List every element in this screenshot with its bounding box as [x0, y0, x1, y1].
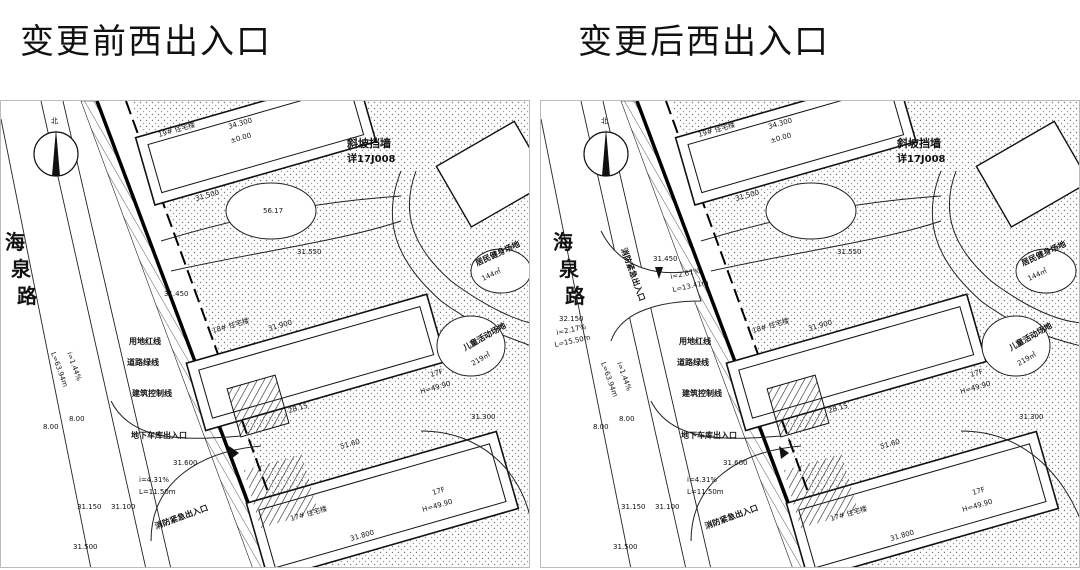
north-arrow-icon: 北	[33, 117, 79, 177]
red-line	[95, 101, 275, 567]
paths	[110, 170, 529, 542]
slope-road: i=1.44%	[615, 361, 633, 392]
label-control-line: 建筑控制线	[131, 388, 172, 398]
elev-3: 31.600	[173, 459, 198, 467]
elev-5: 31.100	[111, 503, 136, 511]
garage-entrance-arrow-icon	[779, 446, 789, 459]
label-control-line: 建筑控制线	[681, 388, 722, 398]
site-plan-after: 北 海 泉 路 消防紧急出入口 31.450 i=2.67% L=13.41m …	[540, 100, 1080, 568]
elev-4: 31.150	[621, 503, 646, 511]
garage-entrance-arrow-icon	[229, 446, 239, 459]
road-elev-after: 32.150	[559, 315, 584, 323]
elev-6: 31.300	[471, 413, 496, 421]
label-floors-17: 17F	[429, 368, 444, 379]
garage-ramp-hatch	[226, 374, 290, 438]
elev-1: 31.450	[164, 290, 189, 298]
label-floors-17b: 17F	[971, 486, 986, 497]
width-1: 8.00	[43, 423, 59, 431]
elev-road: 31.500	[613, 543, 638, 551]
label-red-line: 用地红线	[128, 336, 161, 346]
new-entrance-arrow-icon	[655, 267, 663, 279]
slope-road: i=1.44%	[65, 351, 83, 382]
slope-1: i=4.31%	[687, 476, 717, 484]
green-strip	[80, 101, 271, 567]
label-retaining-wall: 斜坡挡墙	[896, 136, 941, 150]
building-top-right-after	[975, 120, 1079, 228]
elev-6: 31.300	[1019, 413, 1044, 421]
slope-1: i=4.31%	[139, 476, 169, 484]
label-floors-17: 17F	[969, 368, 984, 379]
garage-hatch-2	[243, 453, 319, 529]
label-fire-entrance: 消防紧急出入口	[153, 502, 209, 531]
road-edges-after	[541, 101, 712, 567]
building-top-right	[435, 120, 529, 228]
elev-2: 31.550	[837, 248, 862, 256]
elev-3: 31.600	[723, 459, 748, 467]
road-name-2: 泉	[10, 257, 32, 281]
elev-2: 31.550	[297, 248, 322, 256]
building-19	[134, 101, 377, 206]
elev-road: 31.500	[73, 543, 98, 551]
label-fire-entrance: 消防紧急出入口	[703, 502, 759, 531]
red-line-after	[635, 101, 815, 567]
road-name-1: 海	[553, 230, 573, 254]
elev-5: 31.100	[655, 503, 680, 511]
label-garage-entrance: 地下车库出入口	[681, 430, 737, 440]
label-green-line: 道路绿线	[127, 357, 159, 367]
garage-hatch-2-after	[783, 453, 859, 529]
label-retaining-wall: 斜坡挡墙	[346, 136, 391, 150]
road-name-3: 路	[565, 284, 586, 308]
new-fire-entrance	[600, 230, 702, 342]
green-strip-after	[620, 101, 811, 567]
building-19-after	[674, 101, 917, 206]
slope-1-len: L=11.50m	[687, 488, 724, 496]
title-after: 变更后西出入口	[578, 22, 830, 62]
building-17-after	[785, 430, 1060, 567]
garage-ramp-hatch-after	[766, 374, 830, 438]
label-floors-17b: 17F	[431, 486, 446, 497]
label-green-line: 道路绿线	[677, 357, 709, 367]
svg-text:北: 北	[51, 117, 58, 125]
new-entry-elev: 31.450	[653, 255, 678, 263]
elev-4: 31.150	[77, 503, 102, 511]
north-arrow-icon: 北	[583, 117, 629, 177]
width-2: 8.00	[619, 415, 635, 423]
label-garage-entrance: 地下车库出入口	[131, 430, 187, 440]
label-retaining-ref: 详17J008	[897, 152, 946, 165]
road-name-1: 海	[5, 230, 25, 254]
site-plan-drawing-before: 北 海 泉 路 用地红线 道路绿线 建筑控制线 地下车库出入口 消防紧急出入口 …	[1, 101, 529, 567]
dim-1: 56.17	[263, 207, 283, 215]
site-plan-before: 北 海 泉 路 用地红线 道路绿线 建筑控制线 地下车库出入口 消防紧急出入口 …	[0, 100, 530, 568]
title-before: 变更前西出入口	[20, 22, 272, 62]
width-1: 8.00	[593, 423, 609, 431]
width-2: 8.00	[69, 415, 85, 423]
site-plan-drawing-after: 北 海 泉 路 消防紧急出入口 31.450 i=2.67% L=13.41m …	[541, 101, 1079, 567]
label-retaining-ref: 详17J008	[347, 152, 396, 165]
slope-1-len: L=11.50m	[139, 488, 176, 496]
label-red-line: 用地红线	[678, 336, 711, 346]
road-edges	[1, 101, 172, 567]
svg-text:北: 北	[601, 117, 608, 125]
road-name-2: 泉	[558, 257, 580, 281]
road-name-3: 路	[17, 284, 38, 308]
